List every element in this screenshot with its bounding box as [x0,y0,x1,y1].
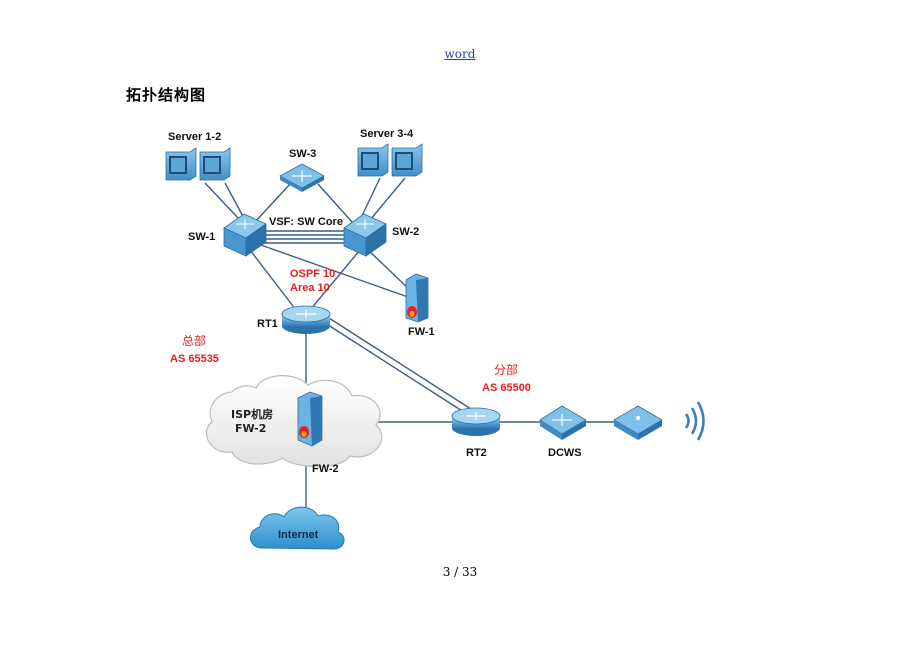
page-current: 3 [442,565,451,579]
label-dcws: DCWS [548,447,582,459]
access-point-icon [613,405,663,440]
label-sw3: SW-3 [289,148,316,160]
isp-cloud [205,375,383,468]
label-hq-as: AS 65535 [170,353,219,365]
page-number: 3 / 33 [0,565,920,579]
sw2-switch-icon [343,213,387,257]
section-title: 拓扑结构图 [126,86,207,104]
label-isp: ISP机房 [231,407,273,421]
label-ospf-area: Area 10 [290,282,330,294]
header-word-link[interactable]: word [444,47,476,61]
server-3-4-icon [357,143,423,177]
links [204,177,616,525]
sw1-switch-icon [223,213,267,257]
label-rt1: RT1 [257,318,278,330]
fw2-firewall-icon [297,391,323,447]
rt1-router-icon [281,305,331,334]
label-hq-cn: 总部 [182,333,206,348]
server-1-2-icon [165,147,231,181]
label-sw1: SW-1 [188,231,215,243]
label-internet: Internet [278,529,319,541]
rt2-router-icon [451,407,501,436]
label-vsf-core: VSF: SW Core [269,216,343,228]
wireless-signal-icon [684,401,705,441]
label-sw2: SW-2 [392,226,419,238]
internet-cloud-icon [250,506,345,550]
page-total: 33 [462,565,478,579]
label-rt2: RT2 [466,447,487,459]
label-branch-as: AS 65500 [482,382,531,394]
label-server-1-2: Server 1-2 [168,131,221,143]
label-fw1: FW-1 [408,326,435,338]
page-separator: / [454,565,459,579]
dcws-controller-icon [539,405,587,440]
label-server-3-4: Server 3-4 [360,128,414,140]
label-fw2: FW-2 [312,463,339,475]
label-branch-cn: 分部 [494,362,518,377]
fw1-firewall-icon [405,273,429,323]
label-isp-fw2: FW-2 [235,422,266,435]
label-ospf: OSPF 10 [290,268,335,280]
sw3-switch-icon [279,163,325,192]
